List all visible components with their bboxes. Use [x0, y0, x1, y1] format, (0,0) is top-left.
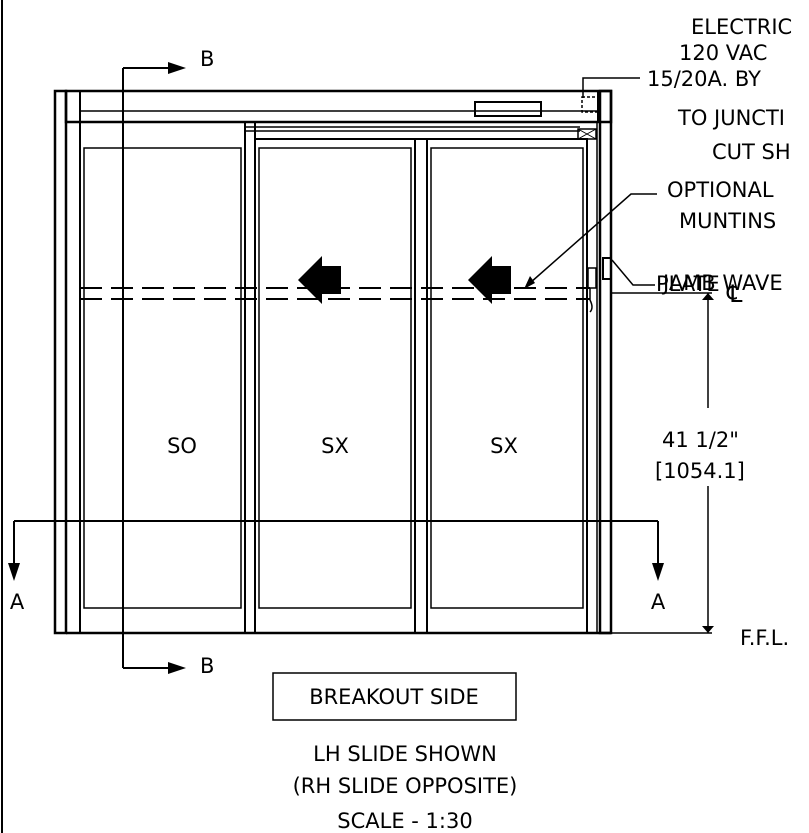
left-jamb — [53, 89, 81, 635]
breakout-side-box — [272, 672, 517, 721]
plate-label-overlay: PLATE — [656, 274, 720, 295]
drawing-caption: LH SLIDE SHOWN (RH SLIDE OPPOSITE) SCALE… — [293, 742, 518, 833]
svg-text:ELECTRIC: ELECTRIC — [691, 15, 792, 39]
svg-text:JAMB WAVE: JAMB WAVE — [661, 271, 783, 295]
slide-direction-arrow-icon — [468, 256, 511, 304]
door-pull — [587, 267, 597, 313]
dimension-metric: [1054.1] — [655, 459, 745, 483]
svg-text:CUT SH: CUT SH — [712, 140, 791, 164]
svg-text:LH SLIDE SHOWN: LH SLIDE SHOWN — [313, 742, 497, 766]
breakout-side-label: BREAKOUT SIDE — [309, 685, 479, 709]
svg-text:OPTIONAL: OPTIONAL — [667, 178, 774, 202]
jamb-wave-note: JAMB WAVE PLATE — [661, 271, 783, 295]
panel-label-sx: SX — [321, 434, 349, 458]
floor-line-label: F.F.L. — [740, 626, 789, 650]
electrical-note: ELECTRIC 120 VAC 15/20A. BY TO JUNCTI CU… — [647, 15, 792, 164]
svg-text:MUNTINS: MUNTINS — [679, 209, 776, 233]
svg-text:TO JUNCTI: TO JUNCTI — [677, 106, 785, 130]
jamb-wave-plate — [602, 257, 612, 280]
svg-text:15/20A. BY: 15/20A. BY — [647, 67, 761, 91]
panel-so — [79, 121, 246, 634]
section-b-label: B — [200, 47, 214, 71]
svg-text:SCALE - 1:30: SCALE - 1:30 — [337, 809, 472, 833]
panel-label-sx: SX — [490, 434, 518, 458]
section-a-label: A — [10, 590, 25, 614]
svg-text:120 VAC: 120 VAC — [679, 41, 767, 65]
upper-track — [80, 121, 598, 140]
panel-sx-right — [414, 138, 588, 634]
electrical-leader — [582, 77, 640, 98]
panel-sx-middle — [244, 121, 416, 634]
header-access-panel — [474, 101, 542, 117]
right-jamb — [596, 89, 613, 635]
header-housing — [64, 89, 613, 124]
muntins-leader — [524, 193, 657, 289]
jamb-wave-leader — [611, 259, 655, 286]
section-b-label: B — [200, 654, 214, 678]
slide-direction-arrow-icon — [298, 256, 341, 304]
centerline-symbol: ℄ — [726, 280, 743, 308]
section-b-cut-line — [122, 62, 186, 674]
dimension-41-5 — [612, 292, 714, 634]
svg-text:(RH SLIDE OPPOSITE): (RH SLIDE OPPOSITE) — [293, 774, 518, 798]
plate-text: PLATE — [656, 272, 720, 296]
muntins-note: OPTIONAL MUNTINS — [667, 178, 776, 233]
section-a-label: A — [651, 590, 666, 614]
section-a-cut-line — [8, 520, 664, 581]
panel-label-so: SO — [167, 434, 197, 458]
dimension-imperial: 41 1/2" — [662, 428, 739, 452]
